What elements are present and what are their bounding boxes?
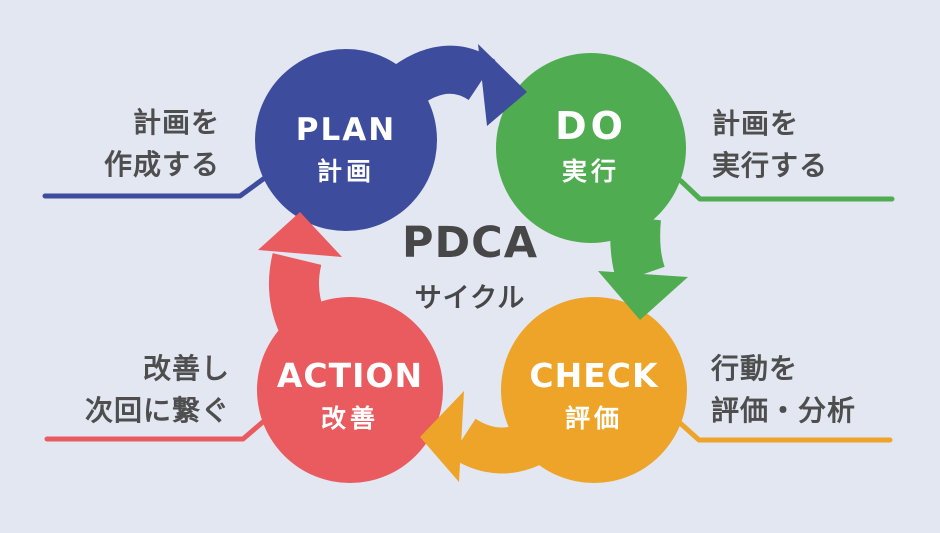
arrow-do-to-check-head [598, 271, 688, 320]
arrow-action-to-plan-body [269, 253, 326, 332]
check-circle [501, 297, 687, 483]
do-annotation-line [678, 178, 895, 202]
check-annotation-line [677, 420, 893, 443]
action-annotation-line [44, 418, 267, 442]
arrow-plan-to-do-head [478, 44, 527, 126]
arrow-check-to-action-head [420, 391, 464, 482]
arrow-do-to-check-body [610, 215, 665, 284]
do-circle [496, 53, 686, 243]
arrow-check-to-action-body [450, 418, 550, 474]
arrow-plan-to-do-body [373, 45, 496, 118]
action-circle [257, 297, 443, 483]
arrow-action-to-plan-head [258, 212, 342, 257]
plan-annotation-line [42, 174, 269, 199]
